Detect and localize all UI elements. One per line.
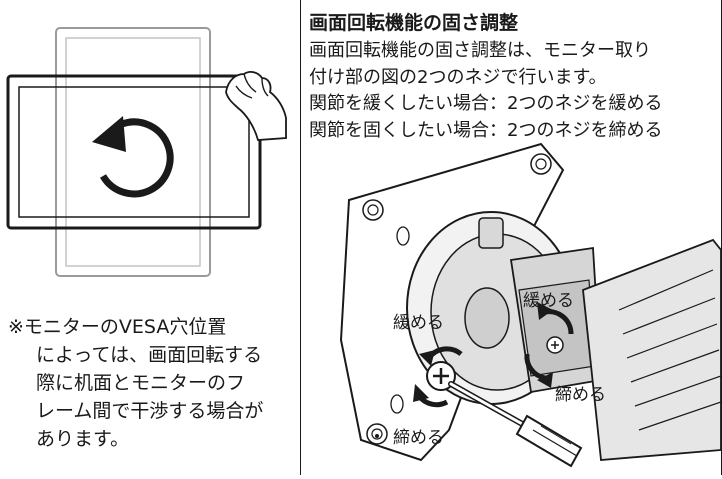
loosen-arrow-left [419,346,463,366]
body-line: 関節を固くしたい場合：2つのネジを締める [309,119,663,141]
mount-screw-diagram: 緩める 緩める 締める 締める [301,140,722,475]
monitor-rotation-illustration [0,0,290,300]
monitor-arm [582,238,722,461]
screw-head [426,361,456,391]
label-tighten-right: 締める [555,385,606,405]
panel-body: 画面回転機能の固さ調整は、モニター取り 付け部の図の2つのネジで行います。 関節… [309,38,662,144]
loosen-arrow-right [537,302,574,335]
vesa-caution-note: ※モニターのVESA穴位置 によっては、画面回転する 際に机面とモニターのフ レ… [8,313,290,453]
monitor-landscape-frame [6,74,262,230]
note-line: 際に机面とモニターのフ [36,372,246,394]
note-line: レーム間で干渉する場合が [36,400,264,422]
body-line: 関節を緩くしたい場合：2つのネジを緩める [309,93,663,114]
body-line: 画面回転機能の固さ調整は、モニター取り [309,40,651,61]
panel-title: 画面回転機能の固さ調整 [309,12,519,34]
tighten-arrow-right [524,353,553,388]
rotation-adjust-panel: 画面回転機能の固さ調整 画面回転機能の固さ調整は、モニター取り 付け部の図の2つ… [300,0,722,475]
monitor-portrait-outline [55,27,211,277]
label-loosen-left: 緩める [393,313,444,333]
screwdriver-icon [448,381,583,468]
tighten-arrow-left [413,384,449,408]
label-loosen-right: 緩める [523,291,574,311]
rotate-arrow-icon [92,116,174,198]
note-line: ※モニターのVESA穴位置 [8,316,227,338]
hand-icon [225,71,287,141]
body-line: 付け部の図の2つのネジで行います。 [309,66,607,88]
note-line: によっては、画面回転する [36,344,263,366]
label-tighten-bottom: 締める [393,428,444,448]
note-line: あります。 [36,428,130,450]
